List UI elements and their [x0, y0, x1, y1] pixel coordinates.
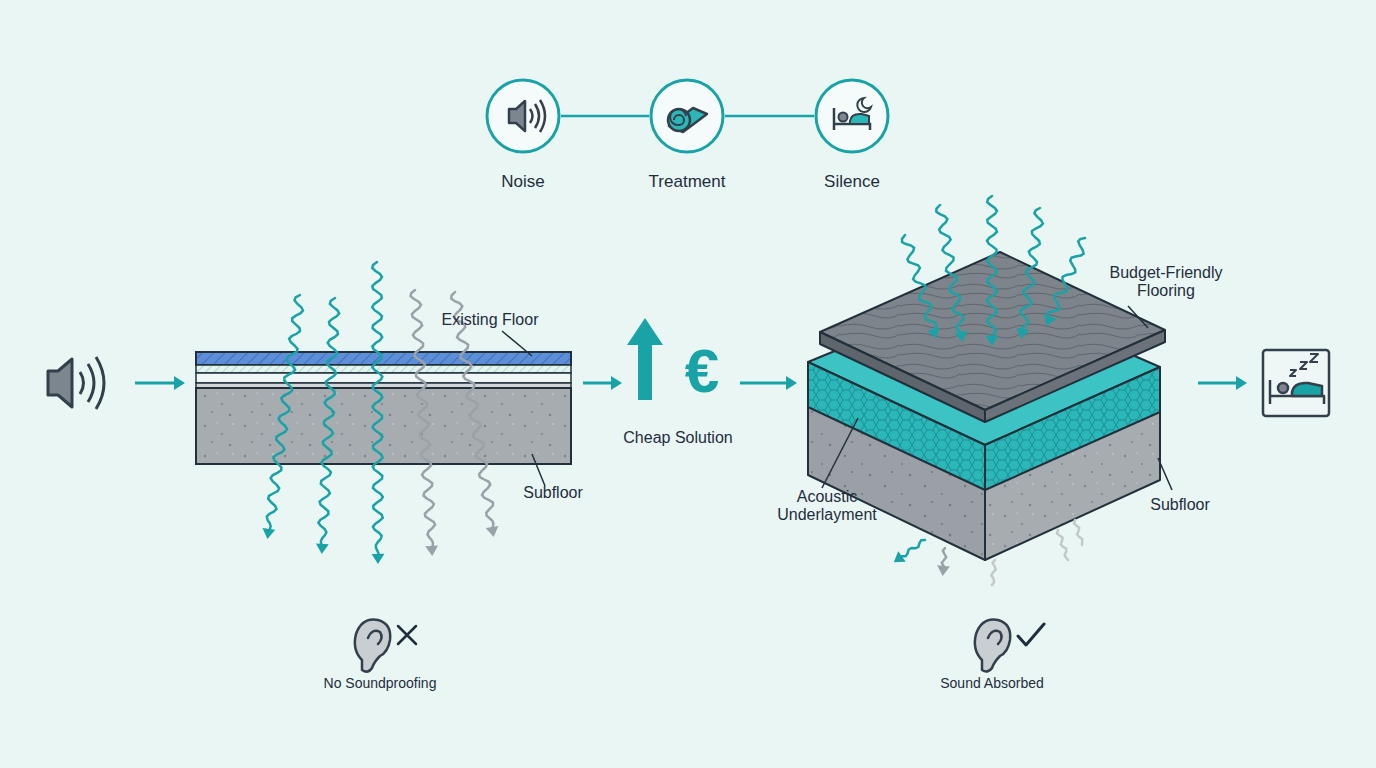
icon-label: Noise [501, 172, 544, 192]
flow-arrow [1198, 376, 1247, 390]
sound-wave [316, 298, 339, 554]
icon-label: Treatment [649, 172, 726, 192]
sound-wave [372, 262, 385, 564]
icon-circle: Noise [485, 78, 561, 154]
icon-circle: Silence [814, 78, 890, 154]
part-label: Existing Floor [410, 311, 570, 329]
part-label: Subfloor [498, 484, 608, 502]
currency-symbol: € [667, 340, 737, 402]
sound-wave [411, 290, 438, 556]
sound-wave [986, 196, 999, 346]
sound-wave [1074, 520, 1082, 545]
sound-wave [894, 540, 925, 562]
sound-wave [1045, 238, 1085, 326]
sound-wave [1057, 530, 1068, 560]
icon [485, 78, 561, 154]
icon [649, 78, 725, 154]
sound-wave [451, 292, 498, 537]
part-label: Sound Absorbed [902, 675, 1082, 691]
flow-arrow [583, 376, 622, 390]
icon [814, 78, 890, 154]
part-label: Cheap Solution [598, 429, 758, 447]
sound-wave [902, 235, 939, 339]
part-label: Budget-Friendly Flooring [1091, 264, 1241, 301]
icon-circle: Treatment [649, 78, 725, 154]
flow-arrow [135, 376, 185, 390]
sound-wave [937, 548, 950, 576]
sound-wave [262, 295, 303, 539]
flow-arrow [740, 376, 797, 390]
sound-wave [1016, 208, 1042, 339]
part-label: Acoustic Underlayment [767, 488, 887, 525]
connector [561, 116, 649, 117]
part-label: No Soundproofing [280, 675, 480, 691]
sound-wave [991, 560, 996, 585]
sound-wave [936, 205, 967, 342]
part-label: Subfloor [1125, 496, 1235, 514]
connector [725, 116, 814, 117]
icon-label: Silence [824, 172, 880, 192]
